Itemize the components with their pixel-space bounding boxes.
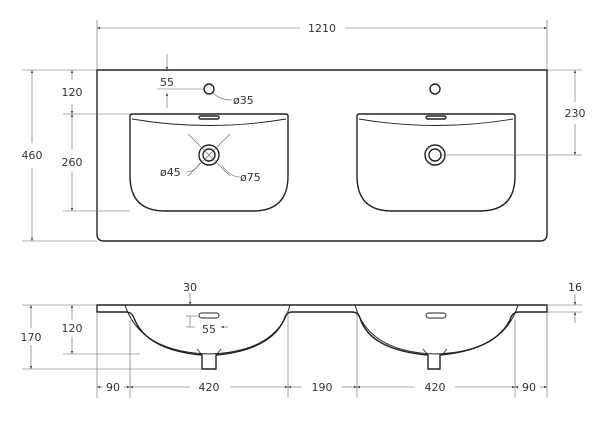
dim-segment: 420 — [425, 381, 446, 394]
dim-segment: 190 — [312, 381, 333, 394]
left-drain — [198, 144, 220, 166]
dim-basin-depth: 260 — [62, 156, 83, 169]
side-profile — [96, 304, 548, 370]
dim-overall-depth: 460 — [22, 149, 43, 162]
dim-tap-offset: 120 — [62, 86, 83, 99]
dim-drain-position: 230 — [565, 107, 586, 120]
top-view: 1210 460 120 260 55 ø35 230 ø45 ø75 — [22, 20, 586, 242]
right-overflow — [425, 115, 447, 120]
dim-tap-hole-diameter: ø35 — [233, 94, 254, 107]
side-right-overflow — [425, 312, 447, 319]
dim-basin-height: 120 — [62, 322, 83, 335]
right-basin — [356, 113, 516, 212]
dim-slab-thickness: 16 — [568, 281, 582, 294]
dim-overflow-height: 55 — [202, 323, 216, 336]
dim-drain-inner-diameter: ø45 — [160, 166, 181, 179]
left-tap-hole — [203, 83, 215, 95]
dim-segment: 90 — [106, 381, 120, 394]
dim-drain-outer-diameter: ø75 — [240, 171, 261, 184]
countertop-outline — [96, 69, 548, 242]
dim-total-height: 170 — [21, 331, 42, 344]
dim-segment: 420 — [199, 381, 220, 394]
dim-overflow-offset: 30 — [183, 281, 197, 294]
dim-segment: 90 — [522, 381, 536, 394]
side-view: 30 16 170 120 55 90 420 190 420 — [21, 281, 582, 398]
side-left-overflow — [198, 312, 220, 319]
left-basin — [129, 113, 289, 212]
bottom-dimensions: 90 420 190 420 90 — [96, 312, 548, 398]
dim-tap-hole-distance: 55 — [160, 76, 174, 89]
dim-overall-width: 1210 — [308, 22, 336, 35]
right-tap-hole — [429, 83, 441, 95]
left-overflow — [198, 115, 220, 120]
